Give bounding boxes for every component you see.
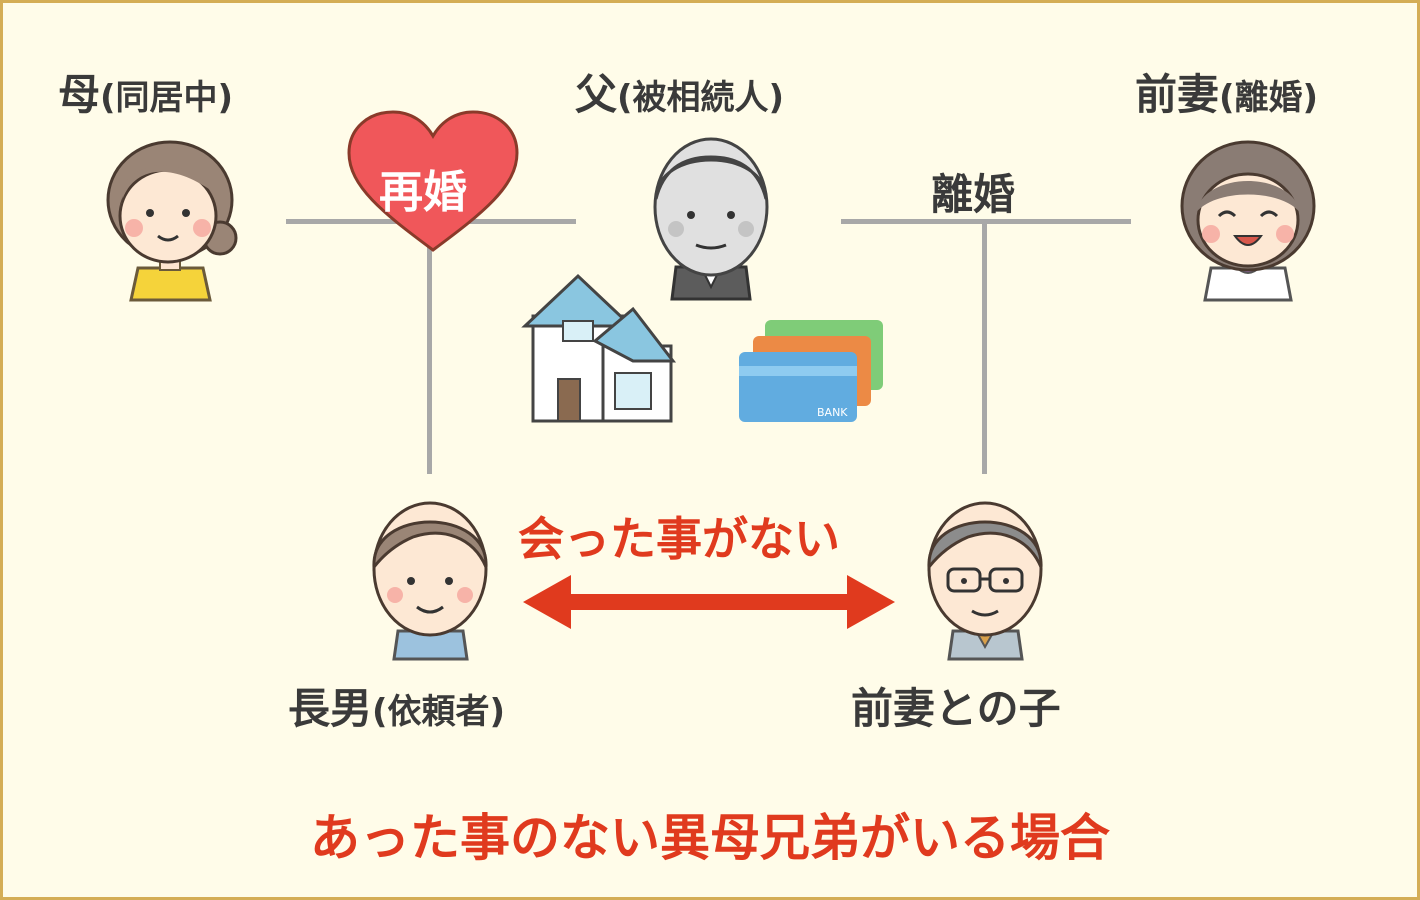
mother-avatar xyxy=(106,140,238,302)
ex-wife-note: (離婚) xyxy=(1219,78,1319,118)
ex-wife-name: 前妻 xyxy=(1135,70,1220,119)
father-note: (被相続人) xyxy=(617,78,785,118)
ex-wife-child-avatar xyxy=(927,501,1043,661)
never-met-label: 会った事がない xyxy=(518,512,840,566)
eldest-son-name: 長男 xyxy=(288,684,373,733)
heart-icon xyxy=(347,110,519,252)
mother-name: 母 xyxy=(58,70,101,119)
ex-wife-avatar xyxy=(1180,140,1316,302)
diagram-caption: あった事のない異母兄弟がいる場合 xyxy=(310,809,1110,867)
bank-cards-icon: BANK xyxy=(739,320,883,422)
mother-label: 母(同居中) xyxy=(58,61,233,122)
divorce-line xyxy=(841,219,1131,224)
house-icon xyxy=(521,273,677,423)
eldest-son-label: 長男(依頼者) xyxy=(288,675,505,736)
mother-note: (同居中) xyxy=(100,78,234,118)
double-arrow-icon xyxy=(523,575,895,629)
ex-wife-child-line xyxy=(982,224,987,474)
father-label: 父(被相続人) xyxy=(575,61,784,122)
bank-card-text: BANK xyxy=(817,406,848,419)
eldest-son-avatar xyxy=(372,501,488,661)
father-name: 父 xyxy=(575,70,618,119)
ex-wife-label: 前妻(離婚) xyxy=(1135,61,1318,122)
remarriage-label: 再婚 xyxy=(379,167,467,218)
mother-son-line xyxy=(427,224,432,474)
ex-wife-child-label: 前妻との子 xyxy=(851,675,1061,736)
divorce-label: 離婚 xyxy=(931,170,1016,219)
eldest-son-note: (依頼者) xyxy=(372,692,506,732)
father-avatar xyxy=(653,137,769,301)
ex-wife-child-name: 前妻との子 xyxy=(851,684,1061,733)
